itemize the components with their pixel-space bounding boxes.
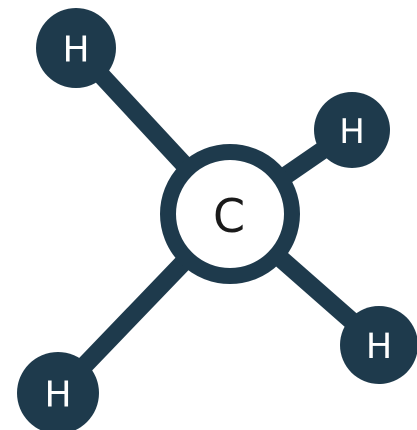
atom-h-bottom-right-label: H [366,327,392,367]
atom-h-top-right-circle [314,92,390,168]
atom-h-bottom-right-circle [340,306,417,384]
atom-h-top-left-circle [36,8,116,88]
atom-c-center-circle [160,144,300,284]
atom-h-top-left: H [36,8,116,88]
atom-h-bottom-left-label: H [44,375,71,416]
atom-h-bottom-left: H [17,352,99,430]
atom-h-top-right: H [314,92,390,168]
atom-c-center: C [160,144,300,284]
atom-h-top-right-label: H [339,112,365,152]
atom-c-center-label: C [213,189,245,243]
atom-h-top-left-label: H [62,30,89,71]
atom-h-bottom-left-circle [17,352,99,430]
atom-h-bottom-right: H [340,306,417,384]
